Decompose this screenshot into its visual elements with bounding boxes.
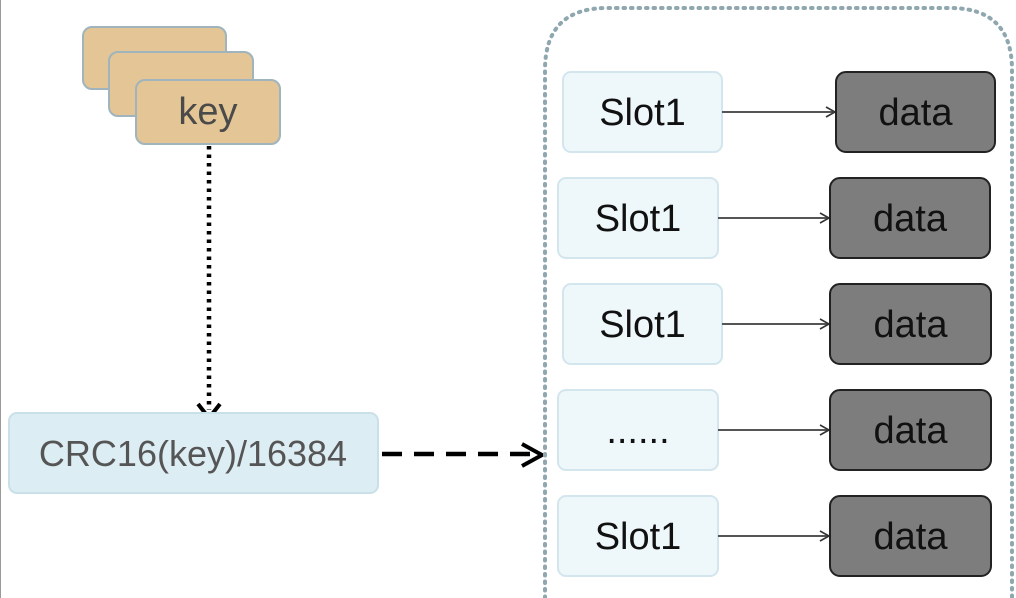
slot-label: ...... xyxy=(606,410,669,452)
slot-row: Slot1 data xyxy=(557,495,992,577)
slot-row: ...... data xyxy=(557,389,992,471)
data-box xyxy=(835,71,996,153)
slot-label: Slot1 xyxy=(599,304,686,346)
slot-label: Slot1 xyxy=(599,92,686,134)
slot-label: Slot1 xyxy=(595,516,682,558)
data-box xyxy=(829,283,992,365)
data-label: data xyxy=(879,92,954,134)
hash-function-label: CRC16(key)/16384 xyxy=(39,433,347,474)
slot-row: Slot1 data xyxy=(562,71,996,153)
key-label: key xyxy=(178,91,237,133)
key-card-front xyxy=(135,79,281,145)
hash-to-slots-arrowhead xyxy=(521,442,547,468)
data-label: data xyxy=(873,198,948,240)
data-box xyxy=(829,177,991,259)
slot-row: Slot1 data xyxy=(562,283,992,365)
data-box xyxy=(829,495,992,577)
slot-label: Slot1 xyxy=(595,198,682,240)
hash-function-box: CRC16(key)/16384 xyxy=(8,412,379,494)
data-label: data xyxy=(874,304,949,346)
data-label: data xyxy=(874,516,949,558)
slot-row: Slot1 data xyxy=(557,177,991,259)
slot-container xyxy=(543,6,1014,598)
key-stack: key xyxy=(82,26,281,145)
data-label: data xyxy=(874,410,949,452)
data-box xyxy=(829,389,992,471)
